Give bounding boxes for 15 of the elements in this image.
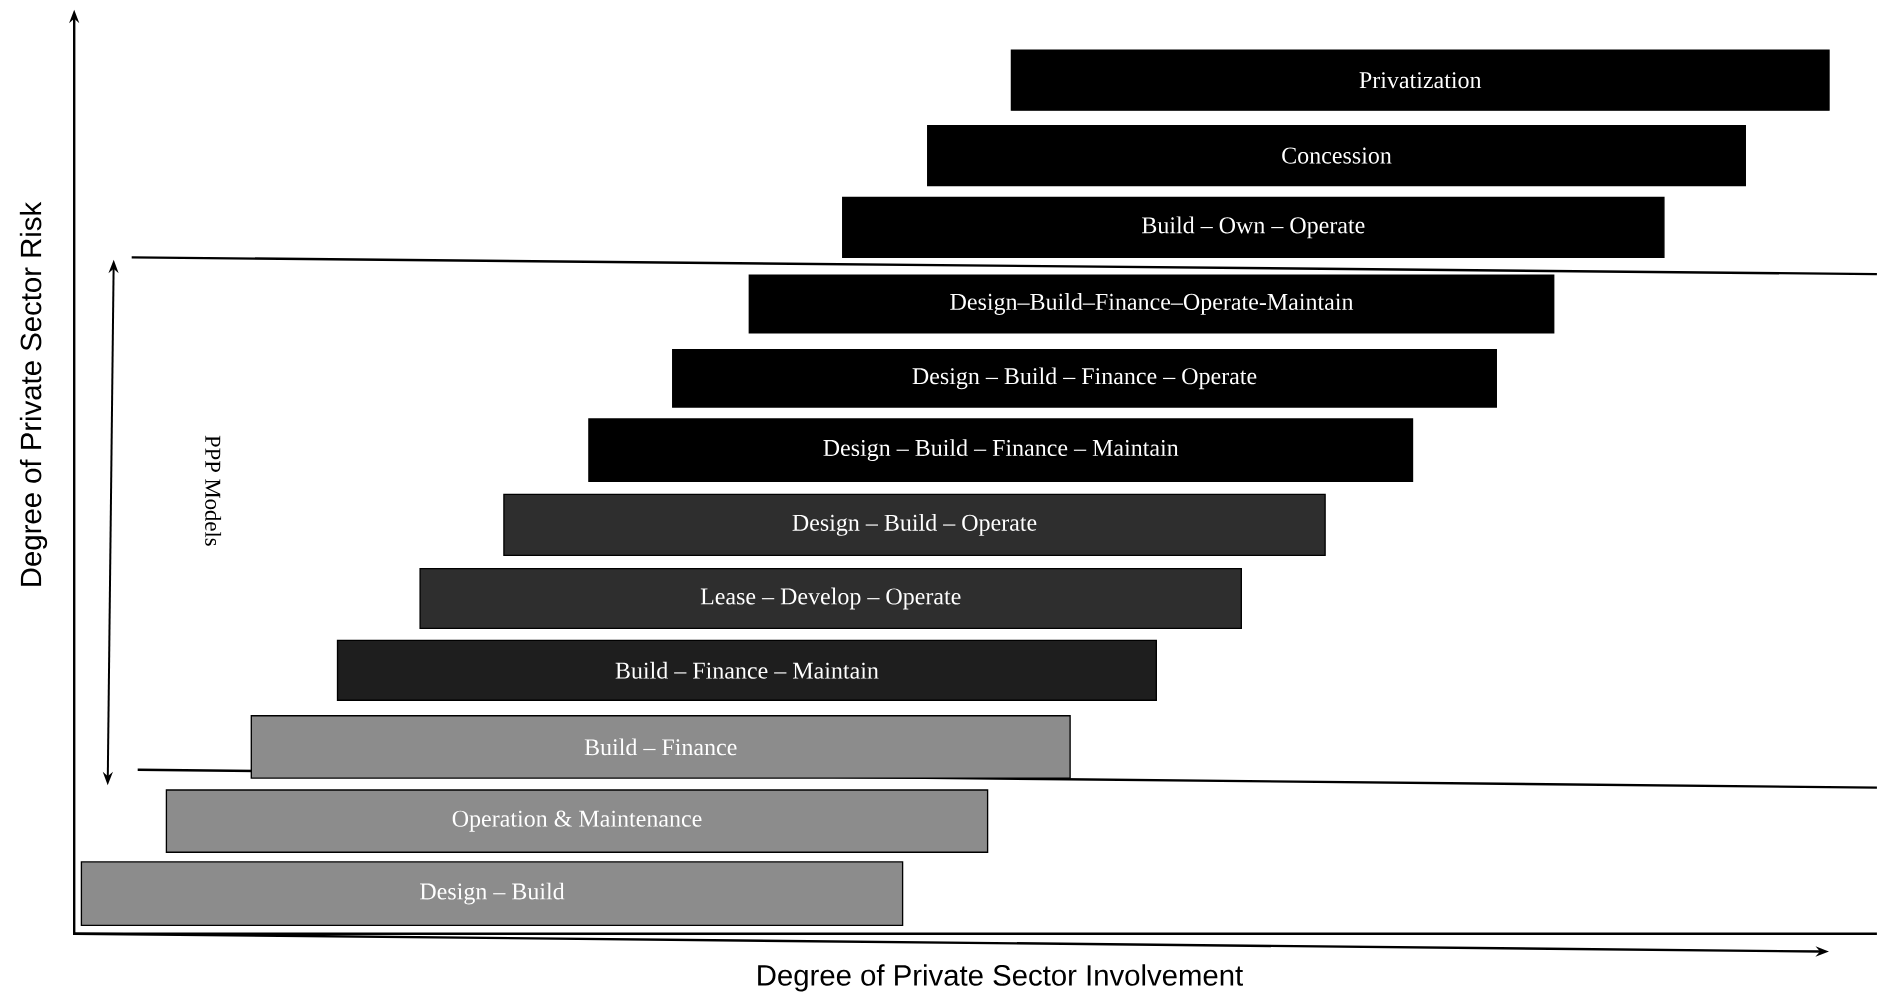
model-bar: Operation & Maintenance xyxy=(165,789,989,853)
model-bar: Concession xyxy=(927,125,1746,187)
model-bar: Design – Build – Finance – Operate xyxy=(672,348,1497,408)
model-bar: Privatization xyxy=(1010,49,1830,111)
model-bar: Design – Build xyxy=(80,861,904,926)
model-bar: Build – Finance xyxy=(250,715,1071,779)
axis-label: Degree of Private Sector Involvement xyxy=(758,964,1243,992)
model-bar: Build – Own – Operate xyxy=(842,196,1665,258)
model-bar: Lease – Develop – Operate xyxy=(419,567,1242,630)
model-group-label: PPP Models xyxy=(205,435,222,546)
model-bar: Design – Build – Operate xyxy=(503,493,1326,557)
model-bar: Design – Build – Finance – Maintain xyxy=(588,418,1414,482)
model-bar: Design–Build–Finance–Operate-Maintain xyxy=(748,274,1555,334)
model-bar: Build – Finance – Maintain xyxy=(336,639,1157,701)
axis-label: Degree of Private Sector Risk xyxy=(19,201,48,586)
